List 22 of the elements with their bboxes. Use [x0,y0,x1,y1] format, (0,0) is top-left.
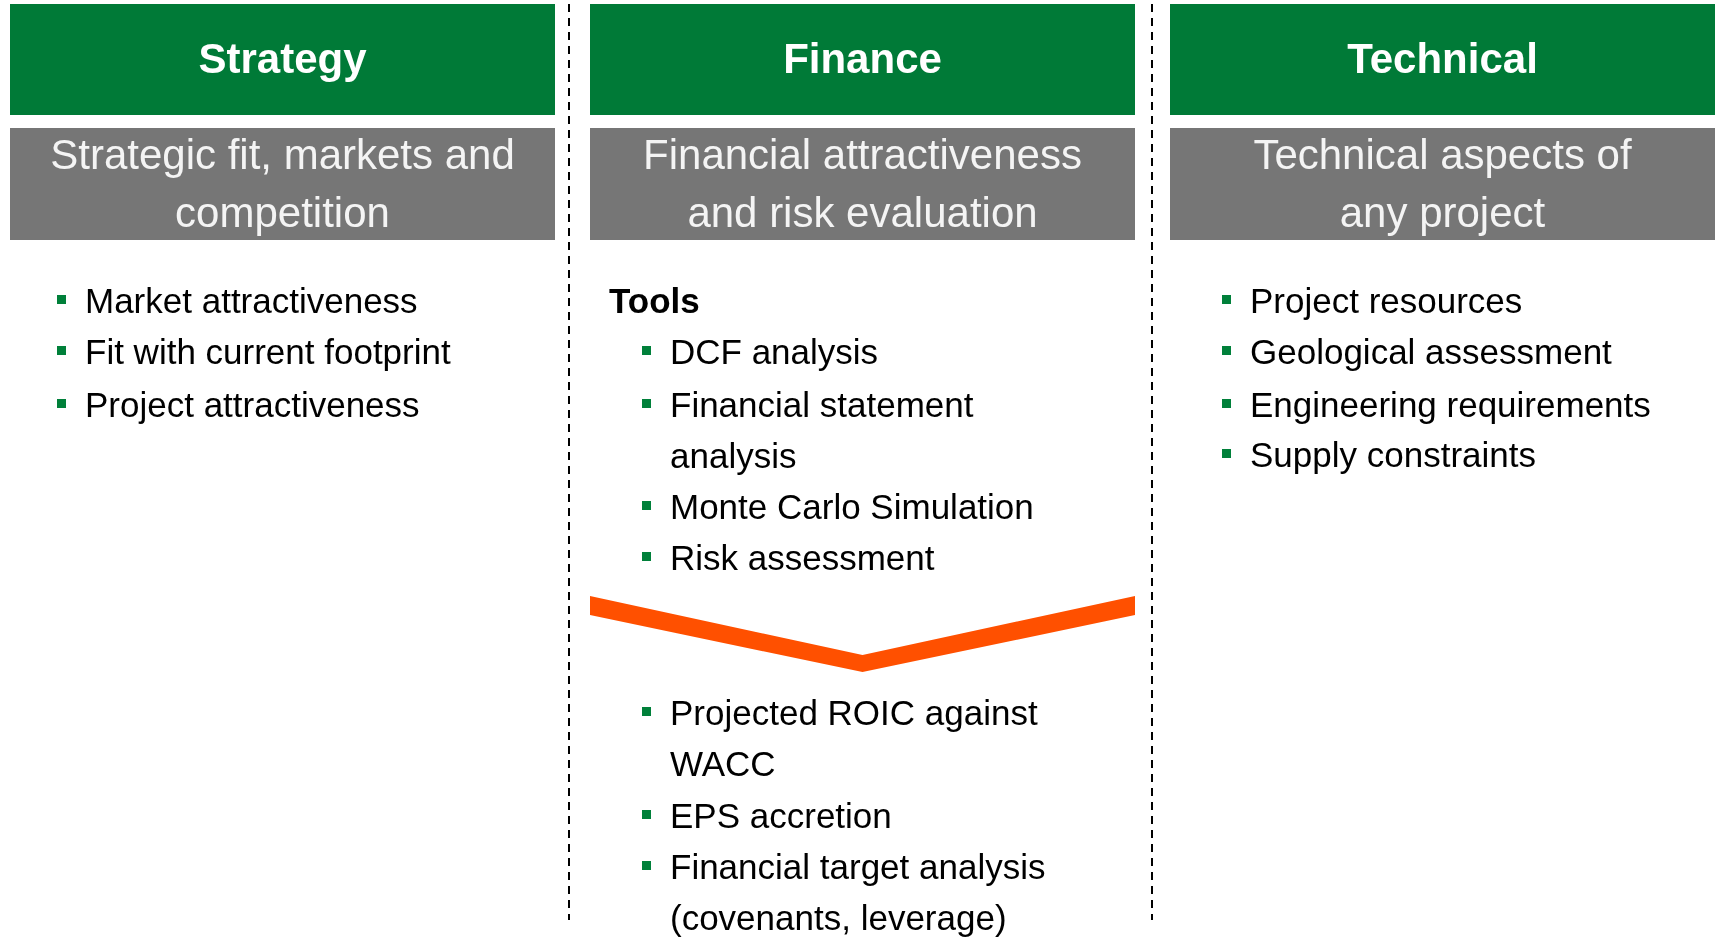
column-subheader: Technical aspects of any project [1170,128,1715,240]
bullet-text: Project resources [1250,280,1524,322]
column-header: Technical [1170,4,1715,115]
column-subheader: Strategic fit, markets and competition [10,128,555,240]
bullet-text: Engineering requirements [1250,384,1652,426]
bullet-text: Project attractiveness [85,384,421,426]
bullet-text: Financial target analysis (covenants, leverage) [670,846,1047,937]
bullet-text: Fit with current footprint [85,331,452,373]
column-subheader: Financial attractiveness and risk evaluation [590,128,1135,240]
column-header: Strategy [10,4,555,115]
bullet-text: Geological assessment [1250,331,1613,373]
chevron-shape [590,596,1135,672]
bullet-text: Supply constraints [1250,434,1537,476]
section-heading: Tools [609,280,701,322]
bullet-text: Monte Carlo Simulation [670,486,1035,528]
bullet-text: Financial statement analysis [670,384,975,477]
bullet-text: EPS accretion [670,795,893,837]
column-header: Finance [590,4,1135,115]
bullet-text: Projected ROIC against WACC [670,692,1039,785]
bullet-text: DCF analysis [670,331,880,373]
bullet-text: Market attractiveness [85,280,419,322]
bullet-text: Risk assessment [670,537,936,579]
